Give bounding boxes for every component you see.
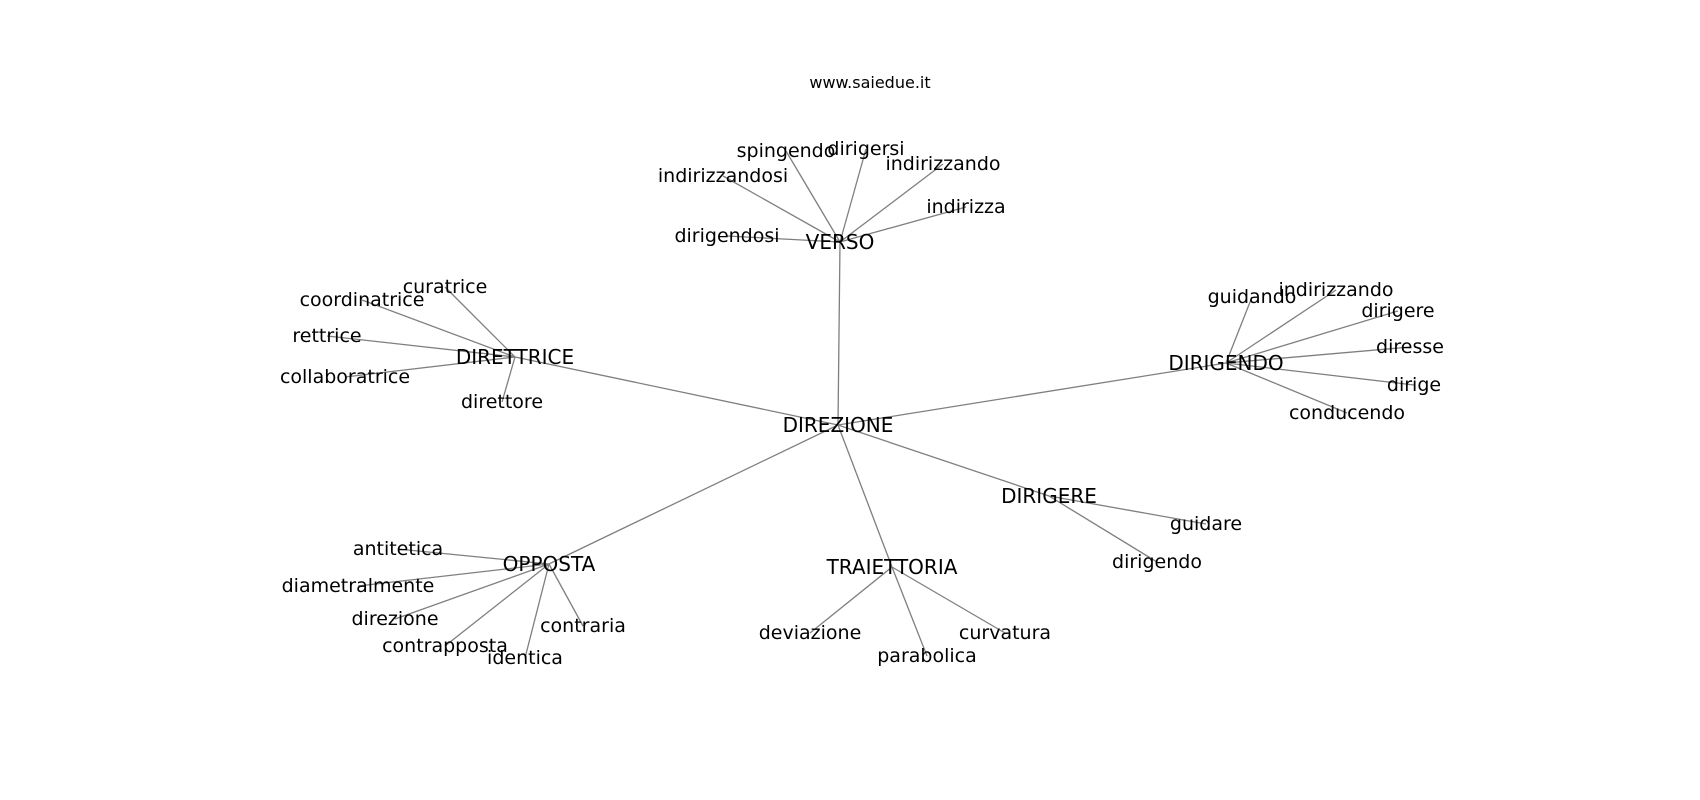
hub-node-dirigendo: DIRIGENDO bbox=[1168, 351, 1283, 375]
edge-dirigere-guidare bbox=[1048, 495, 1207, 525]
edge-root-direttrice bbox=[514, 356, 839, 426]
edge-traiettoria-parabolica bbox=[891, 566, 928, 657]
leaf-node: direzione bbox=[351, 608, 438, 630]
edge-direttrice-rettrice bbox=[326, 335, 516, 358]
edge-root-traiettoria bbox=[837, 424, 893, 568]
edge-root-dirigere bbox=[837, 424, 1050, 497]
leaf-node: curvatura bbox=[959, 622, 1051, 644]
leaf-node: indirizzando bbox=[885, 153, 1000, 175]
edge-verso-indirizzando bbox=[839, 163, 944, 243]
edge-opposta-contrapposta bbox=[444, 563, 550, 647]
leaf-node: parabolica bbox=[877, 645, 977, 667]
leaf-node: dirigendo bbox=[1112, 551, 1202, 573]
hub-node-direttrice: DIRETTRICE bbox=[456, 345, 574, 369]
edge-dirigendo-guidando bbox=[1225, 296, 1253, 364]
leaf-node: dirigere bbox=[1361, 300, 1434, 322]
leaf-node: indirizza bbox=[926, 196, 1005, 218]
edge-opposta-identica bbox=[524, 563, 550, 659]
edge-root-dirigendo bbox=[837, 362, 1227, 426]
edge-opposta-direzione bbox=[394, 563, 550, 620]
edge-direttrice-collaboratrice bbox=[344, 356, 516, 378]
edge-dirigendo-conducendo bbox=[1225, 362, 1348, 414]
leaf-node: diametralmente bbox=[282, 575, 435, 597]
leaf-node: indirizzandosi bbox=[658, 165, 788, 187]
edge-dirigendo-dirigere bbox=[1225, 310, 1399, 364]
leaf-node: deviazione bbox=[759, 622, 862, 644]
edge-dirigendo-dirige bbox=[1225, 362, 1415, 386]
hub-node-traiettoria: TRAIETTORIA bbox=[826, 555, 958, 579]
leaf-node: contrapposta bbox=[382, 635, 508, 657]
site-url: www.saiedue.it bbox=[809, 73, 930, 92]
leaf-node: collaboratrice bbox=[280, 366, 410, 388]
edge-verso-indirizza bbox=[839, 206, 967, 243]
edge-opposta-antitetica bbox=[397, 548, 550, 565]
leaf-node: guidando bbox=[1208, 286, 1297, 308]
edge-direttrice-coordinatrice bbox=[361, 299, 516, 358]
edge-dirigendo-diresse bbox=[1225, 346, 1411, 364]
leaf-node: identica bbox=[487, 647, 563, 669]
leaf-node: guidare bbox=[1170, 513, 1242, 535]
edge-dirigendo-indirizzando bbox=[1225, 289, 1337, 364]
leaf-node: dirige bbox=[1387, 374, 1441, 396]
edge-root-verso bbox=[837, 241, 841, 426]
leaf-node: curatrice bbox=[403, 276, 488, 298]
leaf-node: dirigendosi bbox=[674, 225, 779, 247]
leaf-node: spingendo bbox=[737, 140, 836, 162]
hub-node-dirigere: DIRIGERE bbox=[1001, 484, 1097, 508]
edge-traiettoria-deviazione bbox=[809, 566, 893, 634]
hub-node-opposta: OPPOSTA bbox=[503, 552, 596, 576]
leaf-node: rettrice bbox=[292, 325, 361, 347]
edge-traiettoria-curvatura bbox=[891, 566, 1006, 634]
leaf-node: dirigersi bbox=[827, 138, 904, 160]
leaf-node: contraria bbox=[540, 615, 626, 637]
edge-opposta-diametralmente bbox=[357, 563, 550, 587]
edge-direttrice-curatrice bbox=[444, 286, 516, 358]
edge-verso-spingendo bbox=[785, 150, 841, 243]
leaf-node: conducendo bbox=[1289, 402, 1405, 424]
edge-root-opposta bbox=[548, 424, 839, 565]
leaf-node: indirizzando bbox=[1278, 279, 1393, 301]
edge-verso-dirigersi bbox=[839, 148, 867, 243]
edge-opposta-contraria bbox=[548, 563, 584, 627]
root-node: DIREZIONE bbox=[783, 413, 894, 437]
edge-dirigere-dirigendo bbox=[1048, 495, 1158, 563]
leaf-node: diresse bbox=[1376, 336, 1444, 358]
leaf-node: coordinatrice bbox=[300, 289, 425, 311]
edge-verso-indirizzandosi bbox=[722, 175, 841, 243]
labels-layer: DIREZIONEVERSOspingendodirigersiindirizz… bbox=[280, 138, 1444, 669]
edge-verso-dirigendosi bbox=[726, 235, 841, 243]
edges-layer bbox=[326, 148, 1415, 659]
leaf-node: antitetica bbox=[353, 538, 443, 560]
leaf-node: direttore bbox=[461, 391, 543, 413]
edge-direttrice-direttore bbox=[501, 356, 516, 403]
hub-node-verso: VERSO bbox=[806, 230, 875, 254]
